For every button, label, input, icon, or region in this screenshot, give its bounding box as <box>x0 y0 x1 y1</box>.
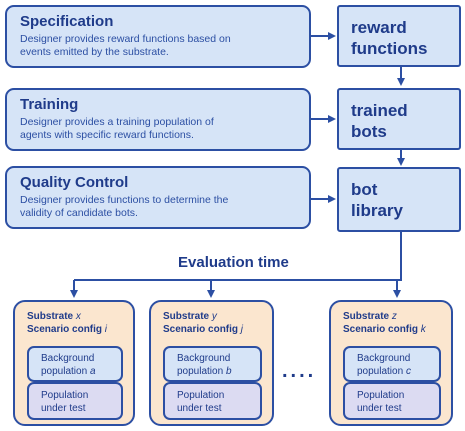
stage-description: Designer provides a training population … <box>20 116 214 141</box>
stage-title: Specification <box>20 13 114 30</box>
more-substrates-ellipsis: .... <box>282 360 317 382</box>
evaluation-time-label: Evaluation time <box>178 254 289 271</box>
population-under-test-box: Population under test <box>343 382 441 420</box>
stage-title: Training <box>20 96 79 113</box>
line-library-to-evaluation <box>74 232 402 281</box>
substrate-header: Substrate z Scenario config k <box>343 311 426 335</box>
substrate-header: Substrate y Scenario config j <box>163 311 244 335</box>
output-reward-functions: reward functions <box>337 5 461 67</box>
background-population-box: Background population c <box>343 346 441 382</box>
stage-description: Designer provides reward functions based… <box>20 33 231 58</box>
substrate-card-y: Substrate y Scenario config j Background… <box>149 300 274 426</box>
population-under-test-box: Population under test <box>27 382 123 420</box>
output-trained-bots: trained bots <box>337 88 461 150</box>
substrate-card-z: Substrate z Scenario config k Background… <box>329 300 453 426</box>
stage-title: Quality Control <box>20 174 129 191</box>
stage-description: Designer provides functions to determine… <box>20 194 229 219</box>
population-under-test-box: Population under test <box>163 382 262 420</box>
stage-training: Training Designer provides a training po… <box>5 88 311 151</box>
stage-quality-control: Quality Control Designer provides functi… <box>5 166 311 229</box>
substrate-card-x: Substrate x Scenario config i Background… <box>13 300 135 426</box>
background-population-box: Background population a <box>27 346 123 382</box>
substrate-header: Substrate x Scenario config i <box>27 311 108 335</box>
output-bot-library: bot library <box>337 167 461 232</box>
background-population-box: Background population b <box>163 346 262 382</box>
stage-specification: Specification Designer provides reward f… <box>5 5 311 68</box>
